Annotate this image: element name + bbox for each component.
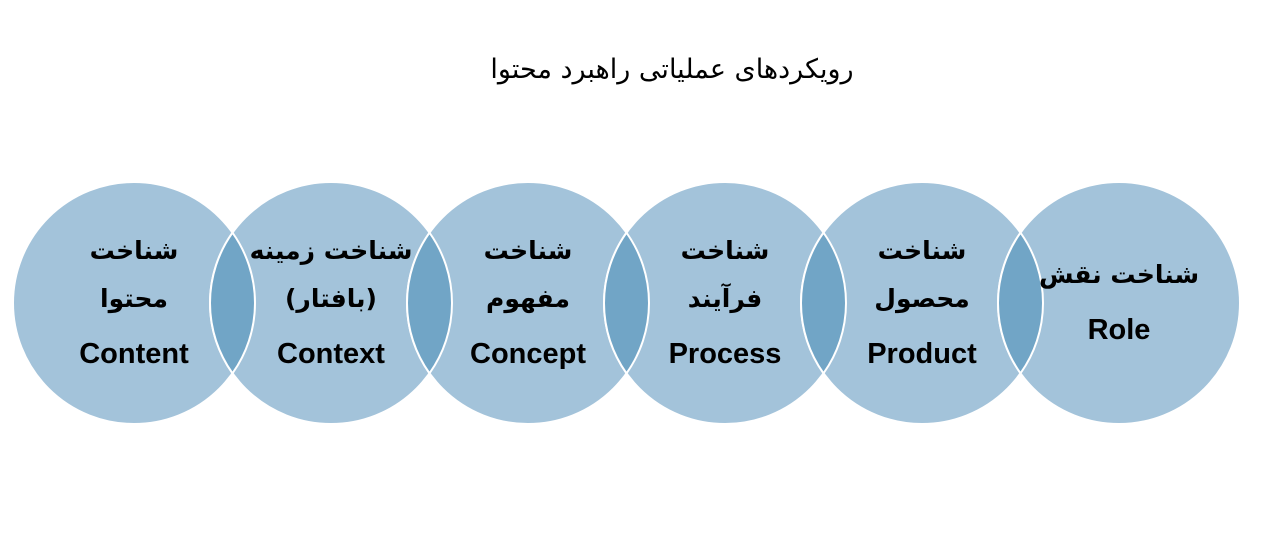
circle-label-role: شناخت نقش Role xyxy=(1039,260,1199,346)
label-fa-line: شناخت xyxy=(878,236,967,265)
label-en: Context xyxy=(277,338,385,370)
circle-label-product: شناخت محصول Product xyxy=(867,236,977,370)
label-fa-line: محصول xyxy=(874,284,970,314)
label-fa-line: مفهوم xyxy=(486,284,570,314)
label-fa-line: (بافتار) xyxy=(285,284,377,313)
diagram-title: رویکردهای عملیاتی راهبرد محتوا xyxy=(490,54,853,85)
label-en: Role xyxy=(1088,314,1151,346)
circles-layer xyxy=(12,181,1241,425)
circle-label-process: شناخت فرآیند Process xyxy=(669,236,782,370)
overlaps-layer xyxy=(209,231,1044,375)
circle-label-context: شناخت زمینه (بافتار) Context xyxy=(250,236,413,370)
labels-layer: شناخت محتوا Content شناخت زمینه (بافتار) Cont… xyxy=(79,236,1199,370)
label-fa-line: فرآیند xyxy=(688,283,763,314)
label-fa-line: شناخت xyxy=(484,236,573,265)
label-fa-line: شناخت زمینه xyxy=(250,236,413,265)
label-en: Process xyxy=(669,338,782,370)
label-en: Content xyxy=(79,338,189,370)
label-en: Product xyxy=(867,338,977,370)
overlap-concept-process xyxy=(603,231,650,375)
label-fa-line: محتوا xyxy=(100,284,168,314)
label-en: Concept xyxy=(470,338,586,370)
overlap-process-product xyxy=(800,231,847,375)
label-fa-line: شناخت xyxy=(681,236,770,265)
circle-label-content: شناخت محتوا Content xyxy=(79,236,189,370)
circle-label-concept: شناخت مفهوم Concept xyxy=(470,236,586,370)
overlap-context-concept xyxy=(406,231,453,375)
label-fa-line: شناخت نقش xyxy=(1039,260,1199,289)
overlap-product-role xyxy=(997,231,1044,375)
label-fa-line: شناخت xyxy=(90,236,179,265)
overlap-content-context xyxy=(209,231,256,375)
